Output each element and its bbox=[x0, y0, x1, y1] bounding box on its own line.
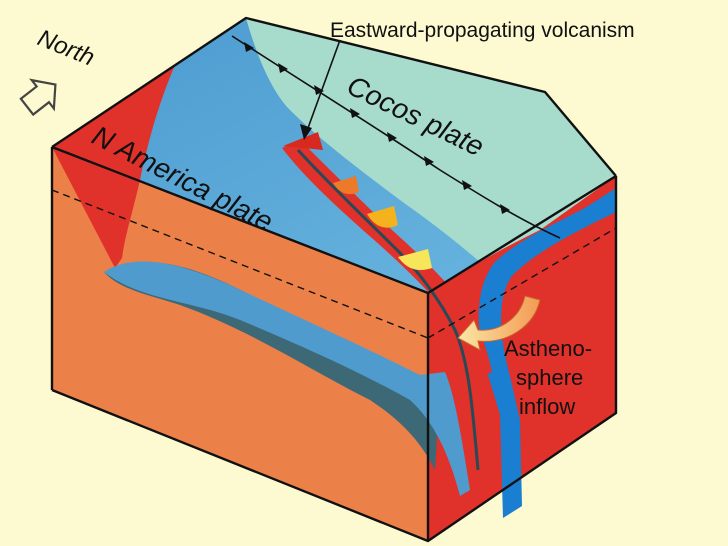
volcano-4 bbox=[398, 249, 432, 271]
cocos-surface bbox=[246, 18, 616, 262]
arc-wedge bbox=[282, 140, 492, 378]
slab-body bbox=[104, 261, 470, 496]
block-edges bbox=[50, 16, 618, 543]
volcano-3 bbox=[367, 206, 398, 228]
side-slab bbox=[478, 188, 616, 518]
volcano-1 bbox=[283, 132, 323, 150]
subduction-teeth bbox=[244, 42, 510, 214]
title-label: Eastward-propagating volcanism bbox=[330, 19, 635, 42]
inflow-label-line3: inflow bbox=[519, 394, 575, 419]
inflow-arrow bbox=[457, 295, 541, 351]
hidden-edges bbox=[51, 189, 617, 339]
inflow-label-line2: sphere bbox=[516, 365, 583, 390]
leader-line bbox=[307, 39, 341, 129]
slab-edge bbox=[296, 148, 480, 471]
inflow-label-line1: Astheno- bbox=[504, 336, 592, 361]
leader-arrowhead bbox=[300, 124, 312, 140]
mantle-wedge-left bbox=[52, 65, 175, 268]
north-arrow-icon bbox=[19, 78, 57, 117]
volcano-2 bbox=[333, 176, 359, 195]
front-face bbox=[52, 147, 428, 541]
